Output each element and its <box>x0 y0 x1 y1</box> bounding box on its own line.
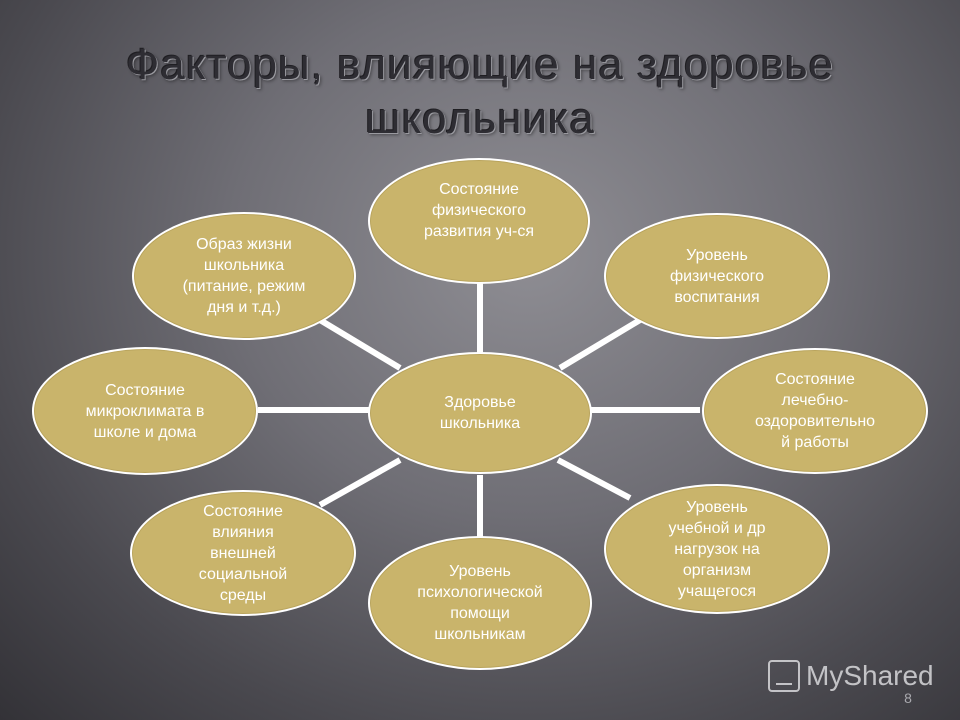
node-top-right: Уровень физического воспитания <box>604 213 830 339</box>
node-bottom-right-line-1: Уровень <box>686 498 748 516</box>
node-right: Состояние лечебно- оздоровительно й рабо… <box>702 348 928 474</box>
node-bottom-right: Уровень учебной и др нагрузок на организ… <box>604 484 830 614</box>
node-top-right-line-1: Уровень <box>686 246 748 264</box>
node-bottom: Уровень психологической помощи школьника… <box>368 536 592 670</box>
node-right-line-1: Состояние <box>775 371 855 388</box>
node-right-line-4: й работы <box>781 434 849 451</box>
node-top-line-3: развития уч-ся <box>423 222 535 240</box>
node-bottom-right-line-2: учебной и др <box>668 519 766 537</box>
connector-top-right <box>558 317 642 371</box>
watermark-logo: MyShared <box>768 656 934 696</box>
node-bottom-left-line-2: влияния <box>212 523 274 541</box>
node-center-label: Здоровье школьника <box>439 394 521 432</box>
node-bottom-right-line-3: нагрузок на <box>674 540 760 558</box>
connector-top-left <box>318 317 402 371</box>
node-bottom-left-line-5: среды <box>219 586 267 604</box>
node-top: Состояние физического развития уч-ся <box>368 158 590 284</box>
node-top-left: Образ жизни школьника (питание, режим дн… <box>132 212 356 340</box>
node-left-line-3: школе и дома <box>93 423 197 441</box>
node-bottom-right-line-5: учащегося <box>677 582 757 600</box>
node-top-right-line-2: физического <box>669 267 765 285</box>
node-right-line-3: оздоровительно <box>754 413 876 430</box>
node-top-left-line-4: дня и т.д.) <box>207 299 281 316</box>
connector-bottom-right <box>556 457 632 501</box>
node-bottom-line-4: школьникам <box>434 626 526 643</box>
node-bottom-line-1: Уровень <box>449 563 511 580</box>
node-center: Здоровье школьника <box>368 352 592 474</box>
node-top-left-line-1: Образ жизни <box>196 236 292 253</box>
node-top-left-line-3: (питание, режим <box>182 278 306 295</box>
node-top-line-1: Состояние <box>439 180 519 198</box>
title-line-1: Факторы, влияющие на здоровье <box>125 40 835 89</box>
presentation-board-icon <box>768 660 800 692</box>
node-bottom-left-line-1: Состояние <box>203 502 283 520</box>
node-right-line-2: лечебно- <box>781 392 849 409</box>
slide-title: Факторы, влияющие на здоровье школьника <box>0 38 960 146</box>
connector-bottom-left <box>318 457 402 508</box>
node-bottom-left: Состояние влияния внешней социальной сре… <box>130 490 356 616</box>
node-top-right-line-3: воспитания <box>674 288 760 306</box>
node-left: Состояние микроклимата в школе и дома <box>32 347 258 475</box>
page-number: 8 <box>904 690 912 706</box>
node-bottom-line-3: помощи <box>450 605 510 622</box>
node-top-left-line-2: школьника <box>203 257 285 274</box>
title-line-2: школьника <box>365 94 595 143</box>
node-left-line-1: Состояние <box>105 381 185 399</box>
node-bottom-left-line-3: внешней <box>210 544 276 562</box>
node-bottom-right-line-4: организм <box>682 561 752 579</box>
watermark-text: MyShared <box>806 660 934 691</box>
node-bottom-line-2: психологической <box>417 584 543 601</box>
node-left-line-2: микроклимата в <box>85 402 205 420</box>
node-top-line-2: физического <box>431 201 527 219</box>
node-bottom-left-line-4: социальной <box>198 565 288 583</box>
